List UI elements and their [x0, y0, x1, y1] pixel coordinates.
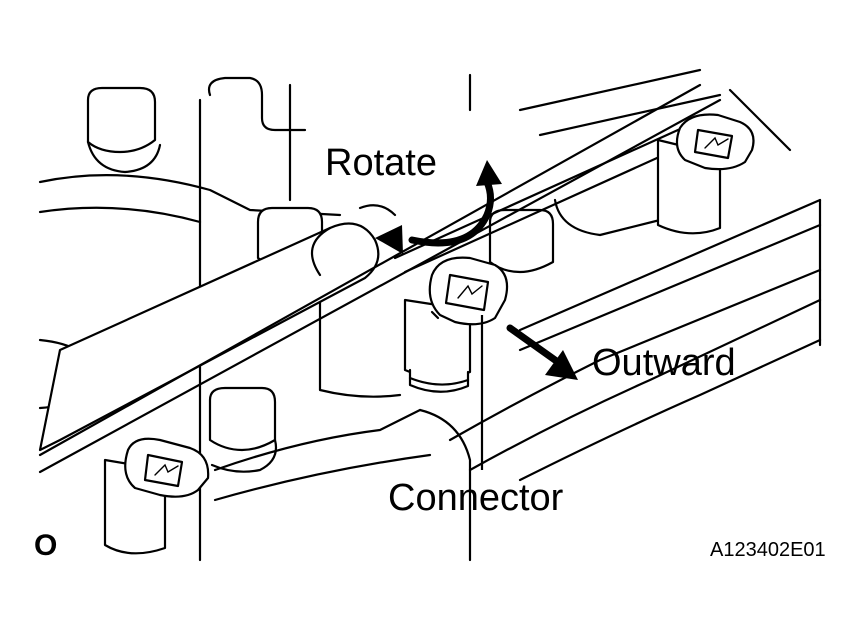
fuel-delivery-pipe — [38, 83, 732, 474]
rotate-arrowhead-up — [476, 160, 502, 186]
connector-label: Connector — [388, 477, 564, 519]
injector-center — [403, 256, 509, 393]
rotate-arrowhead-left — [375, 225, 403, 254]
injector-connector — [428, 256, 509, 326]
view-marker: O — [34, 529, 57, 562]
figure-code: A123402E01 — [710, 539, 826, 561]
rotate-label: Rotate — [325, 142, 437, 184]
manifold-runner-right — [553, 198, 662, 237]
engine-head-outline — [38, 68, 822, 562]
outward-arrow — [506, 324, 578, 380]
bolt-boss-lower — [208, 386, 278, 473]
injector-right — [656, 113, 755, 235]
manifold-runner-center — [318, 268, 402, 398]
rotate-arrow — [375, 160, 502, 254]
outward-label: Outward — [592, 342, 736, 384]
bolt-boss-top-left — [86, 86, 162, 174]
injector-left — [103, 437, 210, 555]
